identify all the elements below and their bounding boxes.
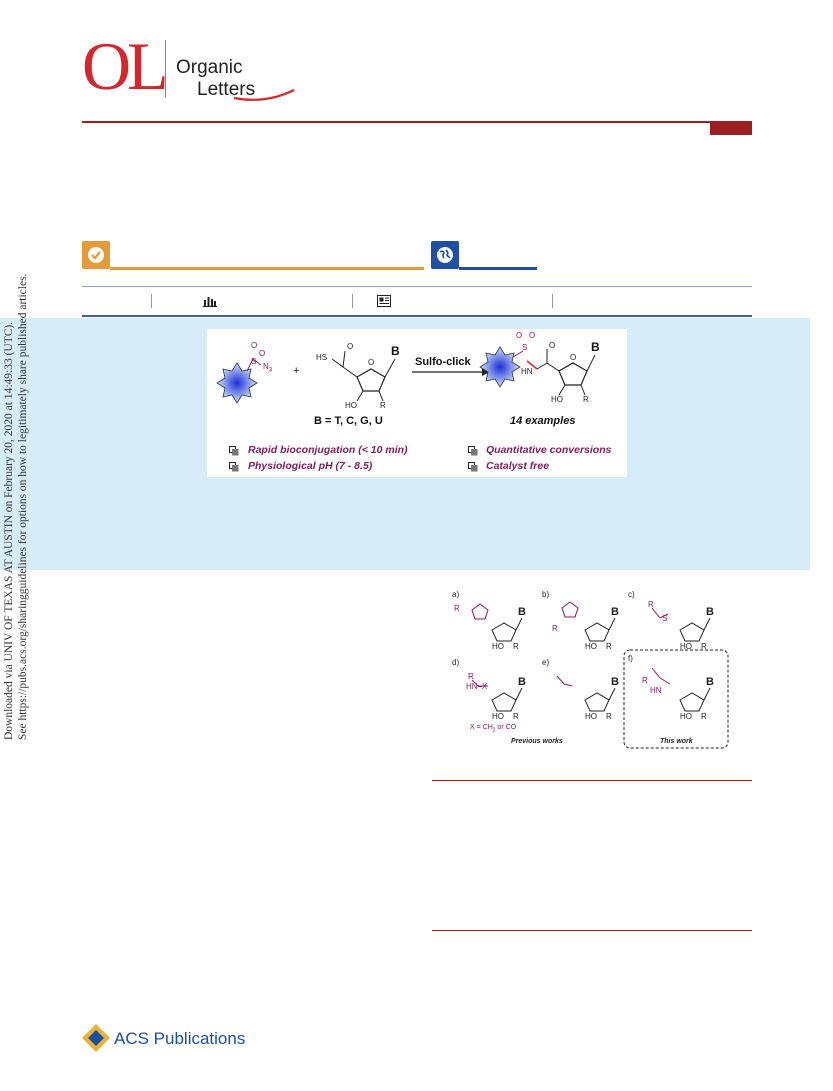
panel-label-e: e) <box>542 658 550 667</box>
panel-label-f: f) <box>628 654 633 663</box>
metrics-bottom-rule <box>82 315 752 317</box>
open-access-badge[interactable] <box>82 241 110 269</box>
atom-r: R <box>513 642 519 651</box>
atom-o: O <box>516 331 523 340</box>
atom-r: R <box>468 672 474 681</box>
download-notice-line-1: Downloaded via UNIV OF TEXAS AT AUSTIN o… <box>3 321 15 740</box>
atom-hs: HS <box>316 353 328 362</box>
atom-o: O <box>529 331 536 340</box>
atom-s: S <box>251 357 257 366</box>
checkbox-icon <box>468 446 478 456</box>
atom-s: S <box>522 343 528 352</box>
atom-r: R <box>380 401 386 410</box>
figure-top-rule <box>432 780 752 781</box>
this-work-label: This work <box>660 738 693 745</box>
checkmark-icon <box>88 247 104 263</box>
acs-logo-icon <box>82 1024 110 1052</box>
atom-ho: HO <box>492 712 504 721</box>
atom-r: R <box>552 624 558 633</box>
atom-s: S <box>662 614 668 623</box>
atom-o: O <box>347 342 354 351</box>
fluorophore-star-left <box>216 362 258 404</box>
figure-1: a) b) c) d) e) f) HO R HO R HO R HO R HO… <box>452 588 752 753</box>
open-access-underline <box>110 267 424 270</box>
atom-r: R <box>583 395 589 404</box>
atom-o: O <box>259 349 266 358</box>
examples-count: 14 examples <box>510 415 576 427</box>
header-tab <box>710 121 752 135</box>
atom-r: R <box>513 712 519 721</box>
fluorophore-star-right <box>479 346 521 388</box>
atom-o: O <box>368 358 375 367</box>
atom-o: O <box>251 341 258 350</box>
atom-n3: N3 <box>263 362 273 374</box>
panel-label-a: a) <box>452 590 460 599</box>
atom-hn: HN <box>650 686 662 695</box>
atom-ho: HO <box>680 642 692 651</box>
figure-bottom-rule <box>432 930 752 931</box>
journal-logo-word-2: Letters <box>197 79 256 100</box>
journal-logo-letters: OL <box>82 28 169 104</box>
atom-ho: HO <box>585 642 597 651</box>
logo-separator <box>165 40 166 98</box>
reaction-arrow-label: Sulfo-click <box>415 356 471 368</box>
atom-b: B <box>611 676 619 688</box>
toc-graphic: O O S N3 + HS O O B HO R Sulfo-click O O… <box>207 329 627 477</box>
atom-r: R <box>606 642 612 651</box>
publisher-name: ACS Publications <box>114 1029 246 1048</box>
download-notice: Downloaded via UNIV OF TEXAS AT AUSTIN o… <box>2 274 30 740</box>
panel-label-b: b) <box>542 590 550 599</box>
atom-ho: HO <box>345 401 357 410</box>
checkbox-icon <box>229 446 239 456</box>
atom-r: R <box>701 642 707 651</box>
panel-label-c: c) <box>628 590 635 599</box>
globe-icon <box>437 247 453 263</box>
atom-ho: HO <box>680 712 692 721</box>
panel-label-d: d) <box>452 658 460 667</box>
atom-ho: HO <box>585 712 597 721</box>
atom-o: O <box>549 341 556 350</box>
header-rule <box>82 121 752 123</box>
article-recommendations-icon[interactable] <box>377 295 391 307</box>
atom-r: R <box>701 712 707 721</box>
atom-r: R <box>642 676 648 685</box>
atom-hn: HN <box>521 367 533 376</box>
atom-r: R <box>648 600 654 609</box>
metrics-separator <box>552 294 553 308</box>
global-access-badge[interactable] <box>431 241 459 269</box>
download-notice-line-2: See https://pubs.acs.org/sharingguidelin… <box>17 273 29 740</box>
atom-b: B <box>611 606 619 618</box>
checkbox-icon <box>229 462 239 472</box>
atom-b: B <box>518 606 526 618</box>
atom-b: B <box>391 344 400 358</box>
metrics-separator <box>151 294 152 308</box>
checkbox-icon <box>468 462 478 472</box>
metrics-top-rule <box>82 286 752 287</box>
x-definition: X = CH2 or CO <box>470 724 517 734</box>
journal-logo-word-1: Organic <box>176 57 243 78</box>
metrics-separator <box>352 294 353 308</box>
atom-b: B <box>591 340 600 354</box>
atom-ho: HO <box>551 395 563 404</box>
atom-r: R <box>606 712 612 721</box>
atom-o: O <box>570 353 577 362</box>
figure-1-structures <box>471 601 729 749</box>
atom-b: B <box>706 606 714 618</box>
feature-item: Physiological pH (7 - 8.5) <box>248 460 373 472</box>
metrics-chart-icon[interactable] <box>203 295 217 307</box>
atom-b: B <box>706 676 714 688</box>
toc-scheme-drawing <box>216 346 596 404</box>
global-access-underline <box>459 267 537 270</box>
previous-works-label: Previous works <box>511 738 563 745</box>
nucleobase-label: B = T, C, G, U <box>314 415 383 427</box>
atom-r: R <box>454 604 460 613</box>
logo-swoosh-icon <box>233 89 295 101</box>
atom-hn-x: HN–X <box>466 682 488 691</box>
feature-item: Quantitative conversions <box>486 444 612 456</box>
feature-item: Rapid bioconjugation (< 10 min) <box>248 444 408 456</box>
atom-b: B <box>518 676 526 688</box>
atom-ho: HO <box>492 642 504 651</box>
plus-sign: + <box>293 365 300 377</box>
feature-item: Catalyst free <box>486 460 550 472</box>
